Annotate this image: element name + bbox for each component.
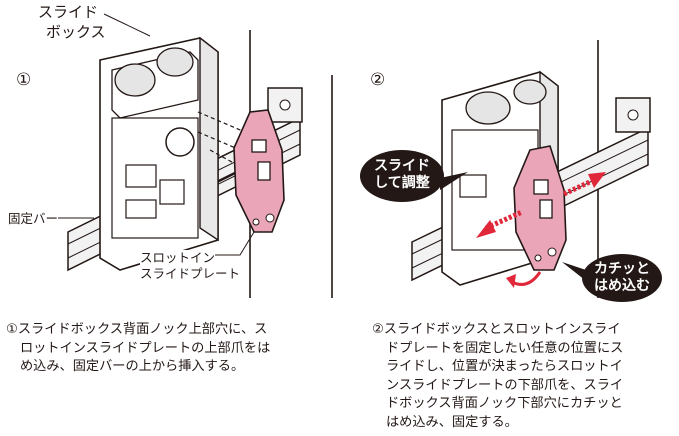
step2-caption-line3: ライドし、位置が決まったらスロットイ (386, 359, 623, 374)
slide-adjust-bubble-shape (360, 150, 468, 202)
step2-caption-line1: ②スライドボックスとスロットインスライ (372, 322, 621, 337)
slide-adjust-line2: して調整 (374, 175, 430, 191)
click-fit-line1: カチッと (594, 261, 650, 277)
step2-caption: ②スライドボックスとスロットインスライ ドプレートを固定したい任意の位置にス ラ… (372, 321, 677, 432)
step2-caption-line5: ドボックス背面ノック下部穴にカチッと (386, 396, 623, 411)
step2-caption-line6: はめ込み、固定する。 (386, 414, 518, 430)
step1-caption-line2: ロットインスライドプレートの上部爪をは (20, 340, 271, 356)
step2-caption-line4: ンスライドプレートの下部爪を、スライ (386, 377, 624, 393)
click-fit-bubble: カチッと はめ込む (584, 261, 660, 295)
slide-direction-arrows (476, 172, 606, 238)
step2-drawing (331, 40, 662, 302)
slot-in-slide-plate-shape (513, 145, 567, 271)
click-fit-line2: はめ込む (594, 278, 650, 294)
step1-number: ① (16, 70, 32, 90)
slide-box-leader (103, 13, 151, 37)
fixed-bar-label: 固定バー (8, 211, 59, 226)
step1-drawing (58, 13, 303, 298)
click-fit-bubble-shape (562, 254, 662, 302)
step1-illustration: ① スライド ボックス 固定バー スロットイン スライドプレート (0, 0, 330, 300)
plate-leader (214, 231, 255, 256)
step2-caption-line2: ドプレートを固定したい任意の位置にス (386, 340, 624, 356)
step2-illustration: ② スライド して調整 カチッと はめ込む (331, 0, 670, 302)
slide-box-shape (99, 36, 219, 271)
step2-number: ② (370, 70, 386, 90)
step1-caption-line3: め込み、固定バーの上から挿入する。 (20, 359, 245, 374)
slot-in-slide-plate-shape (233, 109, 285, 233)
slide-adjust-line1: スライド (374, 158, 430, 174)
slide-box-label-line2: ボックス (46, 23, 106, 41)
slide-adjust-bubble: スライド して調整 (362, 158, 442, 192)
plate-label-line1: スロットイン (140, 250, 216, 265)
slide-box-label-line1: スライド (38, 3, 99, 21)
plate-label-line2: スライドプレート (140, 266, 241, 281)
click-arrow (506, 271, 542, 288)
step1-caption-line1: ①スライドボックス背面ノック上部穴に、ス (6, 322, 268, 337)
step1-caption: ①スライドボックス背面ノック上部穴に、ス ロットインスライドプレートの上部爪をは… (6, 321, 336, 377)
